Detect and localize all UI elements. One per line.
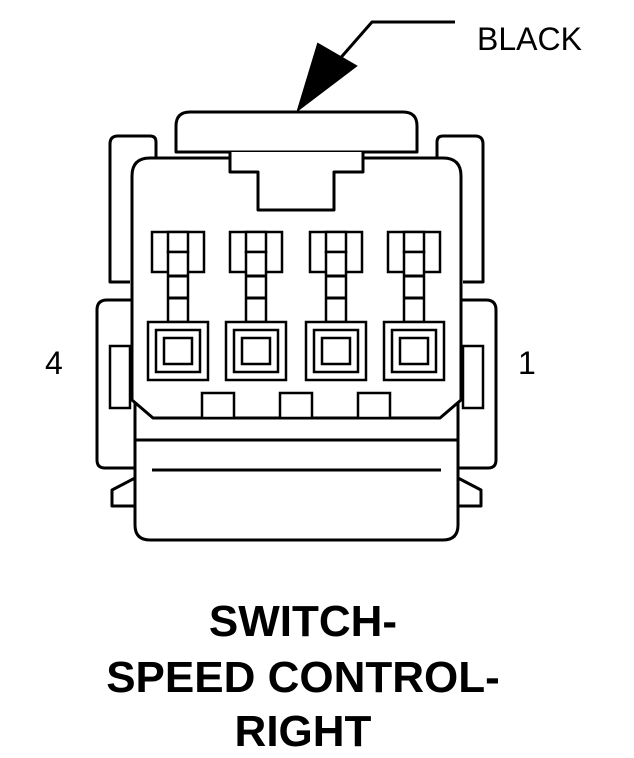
- left-clip: [110, 476, 137, 508]
- terminal-cavities: [146, 230, 446, 382]
- bottom-tab-1: [200, 391, 236, 420]
- terminal-cavity-2: [304, 230, 368, 382]
- right-clip: [456, 476, 483, 508]
- wire-leader: [296, 20, 455, 113]
- title-line-3: RIGHT: [235, 707, 372, 756]
- pin-label-right: 1: [518, 345, 536, 381]
- right-side-window: [461, 344, 485, 410]
- terminal-cavity-4: [146, 230, 210, 382]
- top-latch: [174, 110, 419, 154]
- connector-base: [133, 438, 460, 542]
- pin-label-left: 4: [45, 345, 63, 381]
- bottom-tab-2: [278, 391, 314, 420]
- left-side-window: [108, 344, 132, 410]
- terminal-cavity-1: [382, 230, 446, 382]
- wire-color-label: BLACK: [477, 21, 582, 57]
- title-line-2: SPEED CONTROL-: [106, 653, 500, 702]
- top-key: [228, 152, 365, 212]
- title-line-1: SWITCH-: [209, 597, 397, 646]
- terminal-cavity-3: [224, 230, 288, 382]
- connector-housing: [130, 156, 463, 420]
- connector-body: [95, 110, 498, 542]
- bottom-tab-3: [356, 391, 392, 420]
- leader-arrowhead: [296, 42, 358, 113]
